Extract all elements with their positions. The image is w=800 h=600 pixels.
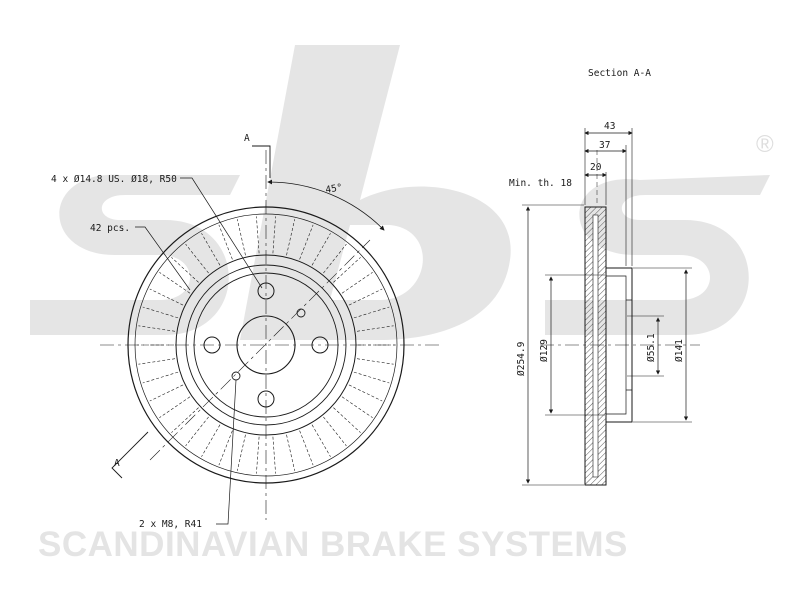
vane-line: [333, 257, 361, 283]
vane-line: [256, 216, 260, 254]
bolt-holes-label: 4 x Ø14.8 US. Ø18, R50: [51, 174, 177, 185]
dim-outer-diameter: Ø254.9: [516, 341, 527, 376]
min-thickness-label: Min. th. 18: [509, 178, 572, 189]
vane-line: [138, 325, 176, 332]
sbs-logo-watermark: [30, 45, 770, 340]
threaded-hole-2: [231, 371, 241, 381]
vane-line: [353, 306, 390, 319]
vane-line: [171, 407, 199, 433]
vane-line: [353, 371, 390, 384]
registered-mark: ®: [756, 131, 774, 158]
vane-line: [185, 416, 209, 447]
vane-line: [341, 396, 373, 418]
leader-vanes: [135, 226, 191, 291]
section-marker-bottom: A: [114, 458, 120, 469]
vane-line: [333, 407, 361, 433]
vane-line: [149, 384, 184, 402]
section-marker-bottom-line: [111, 431, 149, 479]
vane-line: [218, 224, 233, 260]
vane-line: [299, 430, 314, 466]
vane-line: [201, 424, 221, 457]
dim-overall-height: 43: [604, 121, 615, 132]
company-name-watermark: SCANDINAVIAN BRAKE SYSTEMS: [38, 525, 628, 564]
dim-hat-diameter: Ø141: [674, 339, 685, 362]
section-view: [522, 128, 700, 486]
vane-line: [348, 384, 383, 402]
dim-center-bore: Ø55.1: [646, 333, 657, 362]
vane-line: [218, 430, 233, 466]
vane-line: [323, 243, 347, 274]
dim-hat-height: 37: [599, 140, 610, 151]
vane-line: [311, 424, 331, 457]
dim-inner-ring: Ø129: [539, 339, 550, 362]
leader-bolt-holes: [180, 177, 263, 289]
vane-line: [159, 396, 191, 418]
dim-disc-thickness: 20: [590, 162, 602, 173]
leader-threads: [216, 379, 237, 525]
vane-line: [311, 233, 331, 266]
section-title: Section A-A: [588, 68, 651, 79]
vane-line: [323, 416, 347, 447]
vane-line: [171, 257, 199, 283]
vane-line: [142, 306, 179, 319]
hat-profile: [606, 267, 633, 423]
vane-line: [256, 436, 260, 474]
threads-label: 2 x M8, R41: [139, 519, 202, 530]
section-marker-top: A: [244, 133, 250, 144]
section-marker-top-line: [252, 145, 271, 178]
vane-line: [159, 272, 191, 294]
vane-line: [237, 434, 246, 471]
vent-channel: [592, 214, 599, 478]
vane-line: [356, 325, 394, 332]
center-lines: [100, 150, 440, 520]
vane-count-label: 42 pcs.: [90, 223, 130, 234]
angle-label: 45°: [325, 182, 344, 196]
vane-line: [348, 288, 383, 306]
vane-line: [286, 434, 295, 471]
vane-line: [299, 224, 314, 260]
vane-line: [138, 358, 176, 365]
front-view: [100, 145, 440, 525]
vane-line: [356, 358, 394, 365]
vane-line: [142, 371, 179, 384]
vane-line: [272, 436, 276, 474]
vane-line: [201, 233, 221, 266]
vane-line: [185, 243, 209, 274]
vane-line: [237, 219, 246, 256]
vane-line: [341, 272, 373, 294]
angle-arc: [267, 179, 385, 231]
vane-line: [149, 288, 184, 306]
